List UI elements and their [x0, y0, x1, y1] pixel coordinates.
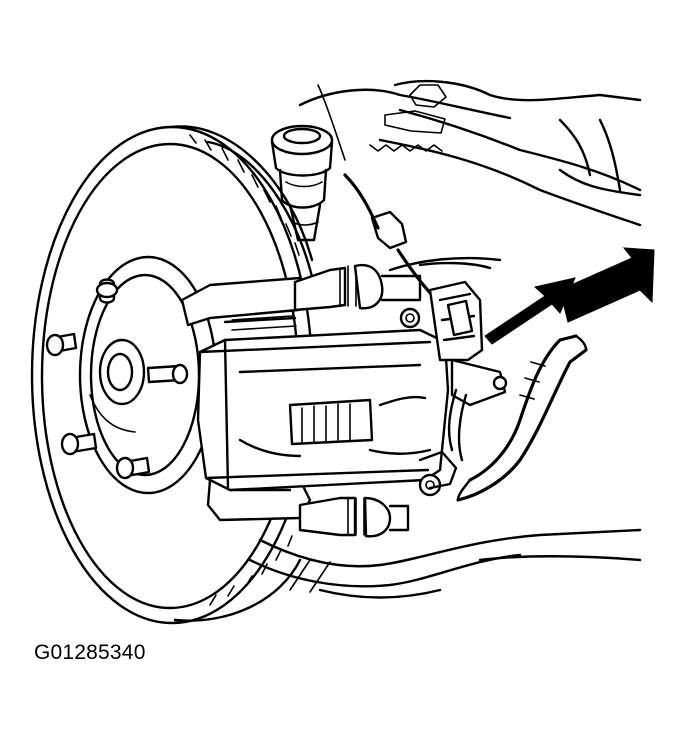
wheel-stud [146, 363, 189, 385]
caliper-body [196, 307, 458, 497]
caliper-slide-pin-upper [293, 263, 422, 312]
wheel-stud [60, 432, 98, 456]
pointer-arrow [559, 247, 655, 323]
wheel-stud [45, 332, 78, 357]
caliper-slide-pin-lower [298, 496, 410, 538]
wheel-stud [95, 278, 119, 304]
wheel-speed-sensor [428, 280, 508, 462]
tie-rod-end [270, 124, 334, 242]
wheel-stud [115, 456, 151, 480]
wheel-hub [45, 255, 218, 495]
pointer-arrow [484, 277, 576, 345]
suspension-arm [298, 79, 642, 227]
brake-assembly-illustration [30, 79, 655, 625]
brake-hose [456, 334, 588, 502]
lower-control-arm [248, 256, 642, 599]
figure-identifier: G01285340 [34, 641, 146, 664]
